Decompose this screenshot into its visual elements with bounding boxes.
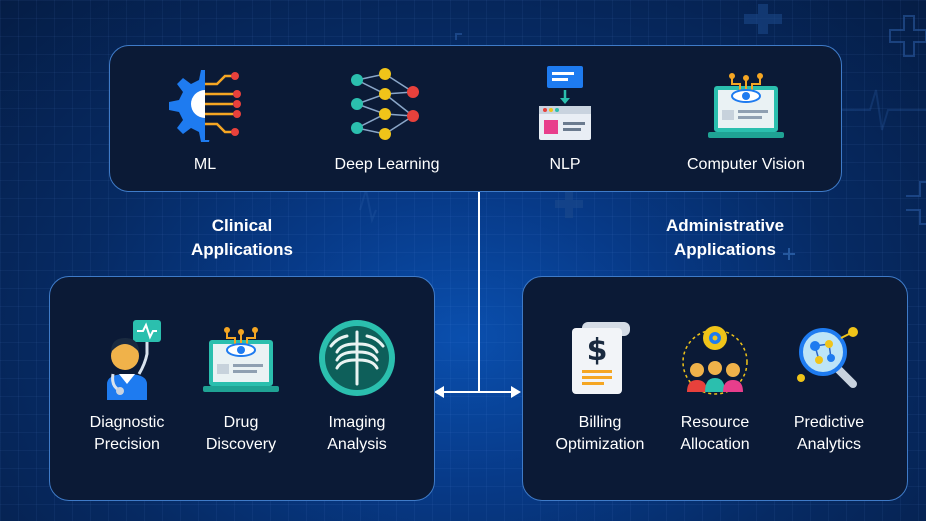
admin-item-billing-optimization: $ Billing Optimization: [544, 314, 656, 464]
admin-label-line2: Analytics: [796, 436, 862, 453]
arrow-right-icon: [511, 386, 521, 398]
clinical-item-drug-discovery: Drug Discovery: [186, 314, 296, 464]
clinical-label-line2: Discovery: [205, 436, 277, 453]
admin-item-resource-allocation: Resource Allocation: [660, 314, 770, 464]
arrow-left-icon: [434, 386, 444, 398]
administrative-heading: Administrative Applications: [640, 214, 810, 262]
admin-label-line1: Resource: [680, 414, 750, 431]
chest-xray-icon: [319, 320, 395, 396]
text-processing-icon: [539, 66, 591, 140]
clinical-label-line1: Diagnostic: [89, 414, 165, 431]
neural-network-icon: [351, 68, 419, 140]
team-gear-icon: [682, 326, 748, 395]
tech-item-ml: ML: [145, 62, 265, 182]
administrative-heading-line1: Administrative: [665, 216, 785, 235]
admin-label-line1: Billing: [578, 414, 622, 431]
tech-label: NLP: [549, 156, 581, 173]
tech-label: Deep Learning: [334, 156, 440, 173]
admin-label-line1: Predictive: [793, 414, 865, 431]
tech-label: ML: [193, 156, 217, 173]
clinical-label-line1: Drug: [223, 414, 259, 431]
laptop-eye-icon: [203, 327, 279, 392]
admin-label-line2: Allocation: [680, 436, 750, 453]
gear-circuit-icon: [169, 68, 245, 142]
tech-item-nlp: NLP: [505, 62, 625, 182]
laptop-eye-icon: [708, 73, 784, 138]
clinical-heading-line2: Applications: [190, 240, 293, 259]
clinical-heading: Clinical Applications: [166, 214, 318, 262]
clinical-item-diagnostic-precision: Diagnostic Precision: [72, 314, 182, 464]
clinical-label-line2: Analysis: [327, 436, 387, 453]
tech-label: Computer Vision: [687, 156, 805, 173]
clinical-label-line2: Precision: [94, 436, 160, 453]
clinical-item-imaging-analysis: Imaging Analysis: [302, 314, 412, 464]
svg-text:$: $: [587, 333, 608, 368]
tech-item-computer-vision: Computer Vision: [676, 62, 816, 182]
magnifier-data-icon: [797, 327, 858, 388]
admin-label-line2: Optimization: [555, 436, 645, 453]
clinical-label-line1: Imaging: [328, 414, 386, 431]
administrative-heading-line2: Applications: [673, 240, 776, 259]
clinical-heading-line1: Clinical: [211, 216, 273, 235]
invoice-dollar-icon: $: [572, 322, 630, 394]
doctor-stethoscope-icon: [107, 320, 161, 400]
tech-item-deep-learning: Deep Learning: [322, 62, 452, 182]
admin-item-predictive-analytics: Predictive Analytics: [774, 314, 884, 464]
